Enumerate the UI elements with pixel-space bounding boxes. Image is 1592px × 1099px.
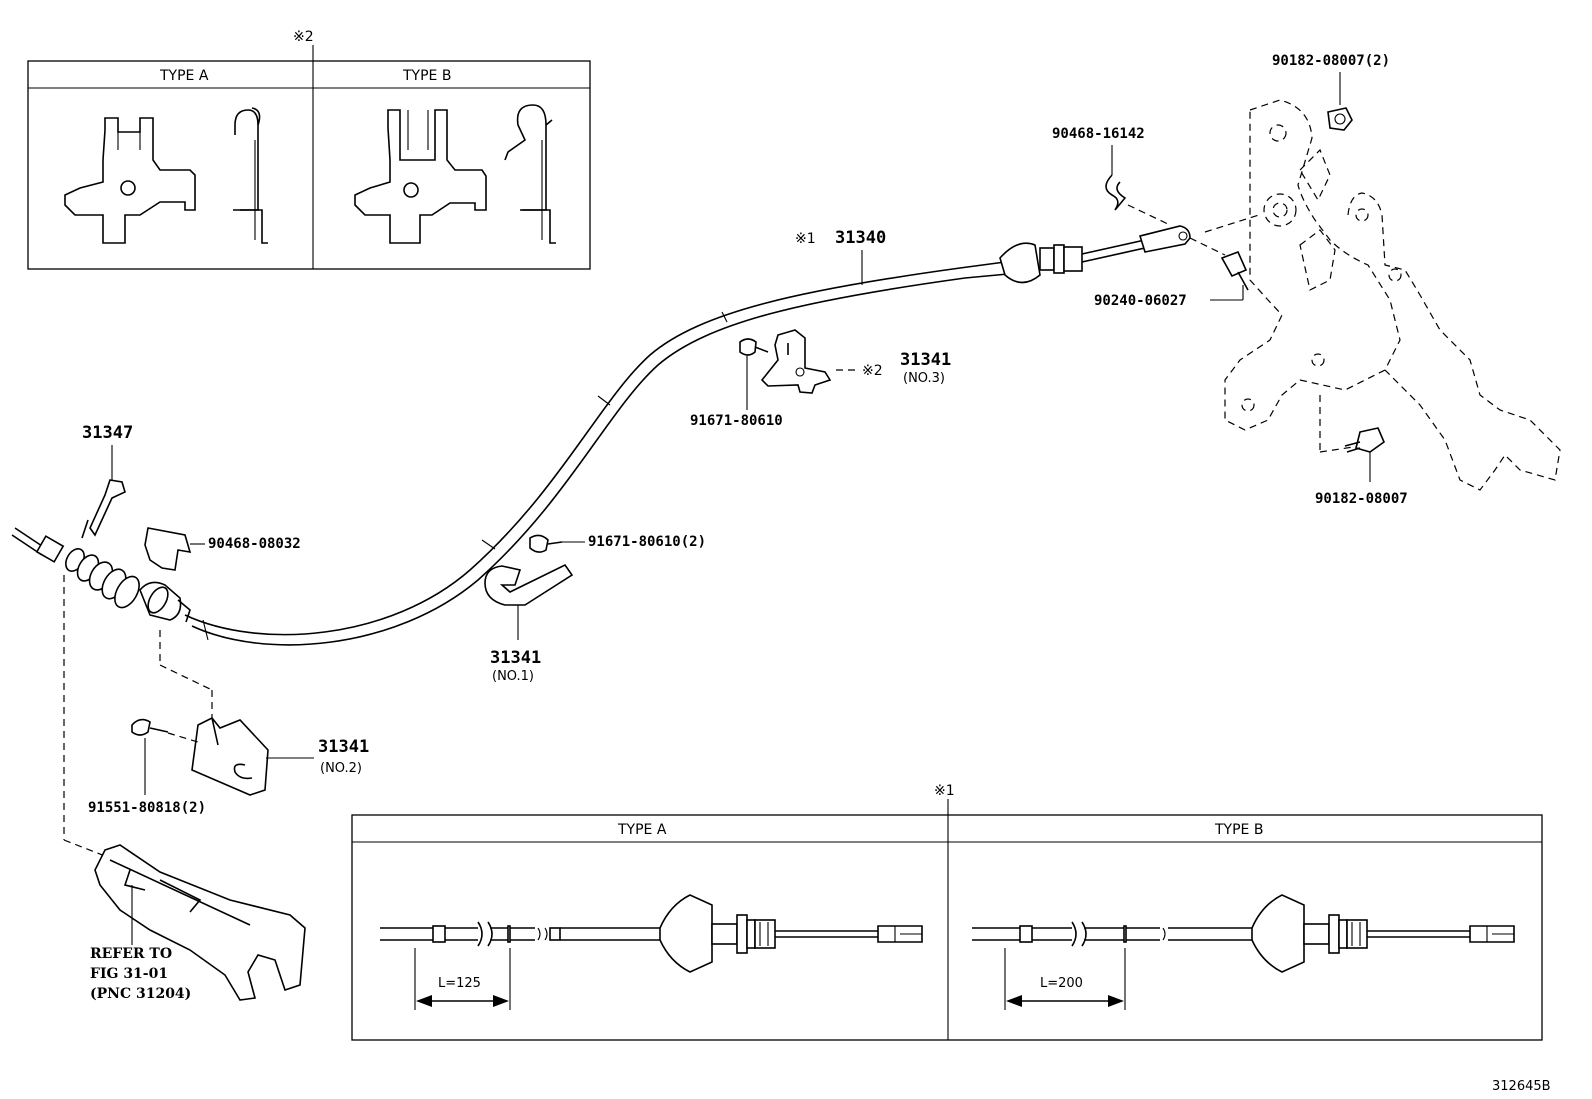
inset-type-b-header: TYPE B [402,68,451,84]
type-b-cable-drawing [972,894,1515,1010]
part-90468-16142-label: 90468-16142 [1052,126,1145,142]
part-31341-no1-label: 31341 [490,648,541,668]
diagram-id: 312645B [1492,1079,1551,1094]
cable-type-b-header: TYPE B [1214,822,1263,838]
bracket-31341-no3 [739,329,860,410]
inset-ref-mark: ※2 [293,29,314,45]
type-b-length-label: L=200 [1040,976,1083,991]
inset-type-a-header: TYPE A [159,68,209,84]
refer-line-1: REFER TO [90,946,172,962]
pin-90240-06027 [1189,237,1249,301]
part-31341-no1-sub: (NO.1) [492,669,534,684]
type-b-bracket-drawing [354,104,556,244]
clutch-pedal-assembly [1204,99,1561,491]
refer-line-3: (PNC 31204) [90,986,191,1002]
part-91671-80610-label: 91671-80610 [690,413,783,429]
part-90468-08032-label: 90468-08032 [208,536,301,552]
cable-type-a-header: TYPE A [617,822,667,838]
clutch-release-cable: ※1 31340 [11,225,1191,646]
part-90240-06027-label: 90240-06027 [1094,293,1187,309]
type-a-cable-drawing [380,894,923,1010]
nut-90182-08007-2 [1327,72,1353,131]
part-31341-no2-label: 31341 [318,737,369,757]
part-91551-80818-2-label: 91551-80818(2) [88,800,206,816]
part-90182-08007-label: 90182-08007 [1315,491,1408,507]
cable-type-inset: ※1 TYPE A TYPE B [351,783,1543,1041]
part-31341-no2-sub: (NO.2) [320,761,362,776]
bracket-31341-no2 [131,630,314,796]
part-31340-ref-mark: ※1 [795,231,816,247]
part-31340-label: 31340 [835,228,886,248]
bracket-type-inset: ※2 TYPE A TYPE B [27,29,591,270]
clip-90468-08032 [144,527,205,571]
cable-inset-ref-mark: ※1 [934,783,955,799]
clip-31347 [81,445,126,539]
refer-line-2: FIG 31-01 [90,966,168,982]
release-fork-reference [63,575,306,1001]
type-a-bracket-drawing [64,107,268,244]
part-31341-no3-sub: (NO.3) [903,371,945,386]
part-90182-08007-2-label: 90182-08007(2) [1272,53,1390,69]
bolt-90182-08007 [1344,427,1385,482]
part-31347-label: 31347 [82,423,133,443]
type-a-length-label: L=125 [438,976,481,991]
bracket-31341-no1 [484,534,585,640]
part-31341-no3-ref-mark: ※2 [862,363,883,379]
clip-90468-16142 [1105,145,1171,226]
part-91671-80610-2-label: 91671-80610(2) [588,534,706,550]
part-31341-no3-label: 31341 [900,350,951,370]
